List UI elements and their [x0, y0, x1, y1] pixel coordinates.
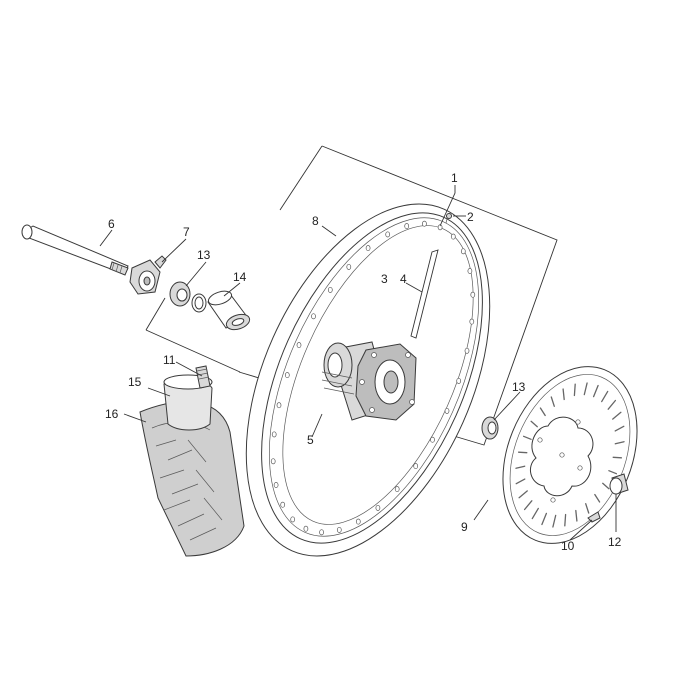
rim-spoke-hole	[444, 407, 450, 414]
brake-disc-slot	[592, 384, 599, 398]
rim-spoke-hole	[327, 286, 333, 293]
rim-spoke-hole	[273, 482, 279, 488]
brake-disc-slot	[523, 500, 533, 511]
brake-disc-slot	[522, 435, 532, 440]
rim-spoke-hole	[394, 486, 400, 493]
rim-spoke-hole	[470, 291, 476, 298]
rim-spoke-hole	[280, 501, 286, 508]
callout-13-right: 13	[512, 380, 526, 394]
callout-10: 10	[561, 539, 575, 553]
brake-disc-slot	[585, 503, 590, 514]
brake-disc-slot	[614, 425, 625, 432]
rim-spoke-hole	[375, 504, 381, 511]
rim-spoke-hole	[464, 347, 470, 354]
brake-disc-slot	[515, 478, 526, 485]
bearing-left	[169, 281, 191, 307]
speedo-drive	[129, 255, 167, 295]
callout-9: 9	[461, 520, 468, 534]
callout-5: 5	[307, 433, 314, 447]
rim-screw	[445, 213, 452, 224]
spacer	[207, 290, 251, 331]
brake-disc-slot	[541, 512, 548, 526]
rim-spoke-hole	[422, 220, 427, 227]
brake-disc-slot	[575, 509, 578, 522]
valve-stem	[195, 365, 211, 389]
brake-disc-slot	[601, 390, 609, 403]
brake-disc-slot	[515, 465, 526, 469]
brake-disc-slot	[594, 493, 601, 503]
brake-disc-slot	[602, 482, 610, 490]
brake-disc-slot	[530, 420, 538, 428]
rim-spoke-hole	[270, 458, 276, 465]
o-ring	[191, 293, 207, 313]
rim-spoke-hole	[296, 342, 302, 349]
brake-disc-cooling-slots	[515, 382, 625, 528]
rim-spoke-hole	[404, 223, 410, 230]
brake-disc-slot	[518, 490, 528, 499]
brake-disc-slot	[562, 388, 565, 401]
callout-8: 8	[312, 214, 319, 228]
callout-7: 7	[183, 225, 190, 239]
brake-disc-slot	[608, 470, 618, 475]
brake-disc-slot	[564, 513, 567, 527]
rim-spoke-hole	[303, 525, 309, 532]
brake-disc-slot	[573, 383, 576, 397]
callout-14: 14	[233, 270, 247, 284]
brake-disc-slot	[583, 382, 588, 396]
callout-13-left: 13	[197, 248, 211, 262]
brake-disc-slot	[539, 407, 546, 417]
leader-lines	[99, 185, 617, 541]
rim-spoke-hole	[319, 529, 324, 536]
rim-spoke-holes	[270, 220, 476, 536]
callout-16: 16	[105, 407, 119, 421]
rim-spoke-hole	[413, 463, 419, 470]
rim-spoke-hole	[450, 233, 456, 240]
brake-disc-slot	[614, 441, 625, 445]
rim-spoke-hole	[469, 318, 475, 325]
rim-spoke-hole	[467, 268, 473, 274]
callout-6: 6	[108, 217, 115, 231]
callout-11: 11	[163, 353, 176, 367]
callout-4: 4	[400, 272, 407, 286]
rim-spoke-hole	[355, 518, 361, 525]
callout-labels: 1 2 3 4 5 6 7 8 9 10 11 12 13 13 14 15 1…	[105, 171, 622, 553]
rim-spoke-hole	[460, 248, 466, 255]
rim-spoke-hole	[290, 516, 296, 523]
brake-disc-slot	[552, 514, 557, 528]
brake-disc-slot	[517, 451, 528, 454]
axle	[21, 224, 129, 276]
callout-3: 3	[381, 272, 388, 286]
callout-1: 1	[451, 171, 458, 185]
rim-spoke-hole	[456, 377, 462, 384]
brake-disc-slot	[612, 411, 622, 420]
brake-disc	[502, 366, 638, 544]
callout-15: 15	[128, 375, 142, 389]
brake-disc-slot	[531, 507, 539, 520]
tire	[139, 401, 245, 557]
callout-2: 2	[467, 210, 474, 224]
bearing-right	[481, 416, 499, 440]
rim-spoke-hole	[365, 245, 371, 252]
rim-spoke-hole	[311, 313, 316, 320]
rim-spoke-hole	[276, 402, 282, 409]
rim-spoke-hole	[385, 231, 391, 238]
rim-spoke-hole	[430, 436, 435, 443]
spoke	[410, 249, 439, 339]
rim-spoke-hole	[336, 526, 342, 533]
brake-disc-slot	[612, 456, 623, 459]
rim-spoke-hole	[346, 263, 352, 270]
wheel-hub	[321, 341, 417, 421]
rim-spoke-hole	[271, 431, 277, 438]
rim-spoke-hole	[284, 372, 290, 379]
brake-disc-slot	[607, 399, 617, 410]
callout-12: 12	[608, 535, 622, 549]
right-spacer	[609, 473, 629, 495]
brake-disc-slot	[550, 396, 555, 407]
